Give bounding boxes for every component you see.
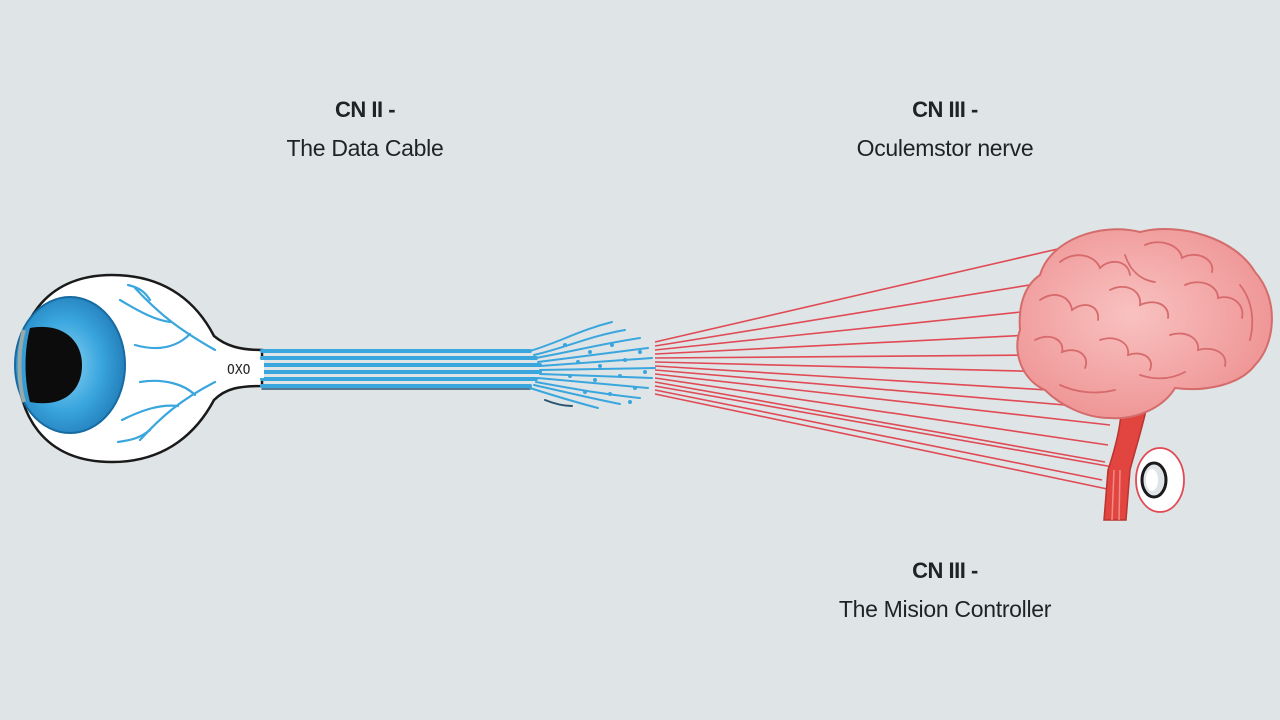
pupil <box>25 326 82 404</box>
optic-nerve-cable <box>260 349 542 390</box>
label-cn3-bottom-head: CN III - <box>912 558 978 583</box>
nerve-tag-box <box>224 360 264 378</box>
small-eye <box>1135 447 1185 513</box>
label-cn2-sub: The Data Cable <box>286 135 444 161</box>
label-cn3-top-sub: Oculemstor nerve <box>856 135 1034 161</box>
label-cn3-bottom-sub: The Mision Controller <box>838 596 1052 622</box>
brain <box>1016 228 1273 420</box>
fiber-dots <box>563 343 647 404</box>
label-cn2: CN II - The Data Cable <box>240 97 490 162</box>
eyeball <box>14 273 264 464</box>
label-cn3-top: CN III - Oculemstor nerve <box>820 97 1070 162</box>
nerve-tag-label: OXO <box>227 363 251 378</box>
retinal-vessels <box>116 283 217 444</box>
label-cn3-top-head: CN III - <box>912 97 978 122</box>
frayed-fibers <box>529 321 656 409</box>
label-cn2-head: CN II - <box>334 97 396 122</box>
label-cn3-bottom: CN III - The Mision Controller <box>790 558 1100 623</box>
oculomotor-fibers <box>654 244 1131 491</box>
